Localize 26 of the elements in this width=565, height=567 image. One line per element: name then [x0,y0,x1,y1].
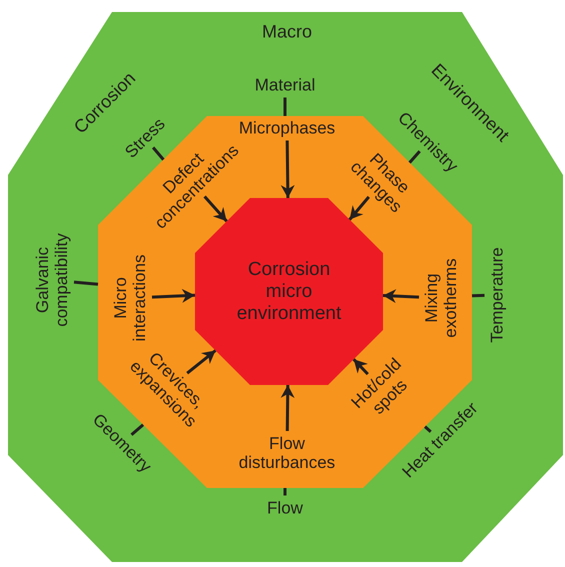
connector-line [472,294,485,298]
factor-label: Mixing exotherms [422,248,460,348]
arrow [280,140,295,198]
factor-label: Material [254,76,316,94]
arrow [348,196,370,221]
connector-line [408,150,421,164]
connector-line [130,424,144,436]
factor-label: Galvanic compatibility [33,215,71,345]
arrow [280,384,295,432]
heading-text: Macro [262,22,312,42]
factor-label: Flow disturbances [222,434,352,472]
arrow [352,358,369,376]
factor-label: Microphases [238,118,336,138]
connector-line [424,425,432,433]
factor-label: Temperature [488,247,506,343]
connector-line [74,280,98,286]
arrow [203,196,228,222]
center-label: Corrosion micro environment [236,259,342,325]
connector-line [284,98,286,116]
arrow [382,289,420,304]
connector-line [284,488,286,496]
connector-line [152,146,165,161]
factor-label: Micro interactions [111,243,149,353]
factor-label: Flow [267,498,303,518]
arrow [152,288,196,303]
arrow [186,349,216,374]
